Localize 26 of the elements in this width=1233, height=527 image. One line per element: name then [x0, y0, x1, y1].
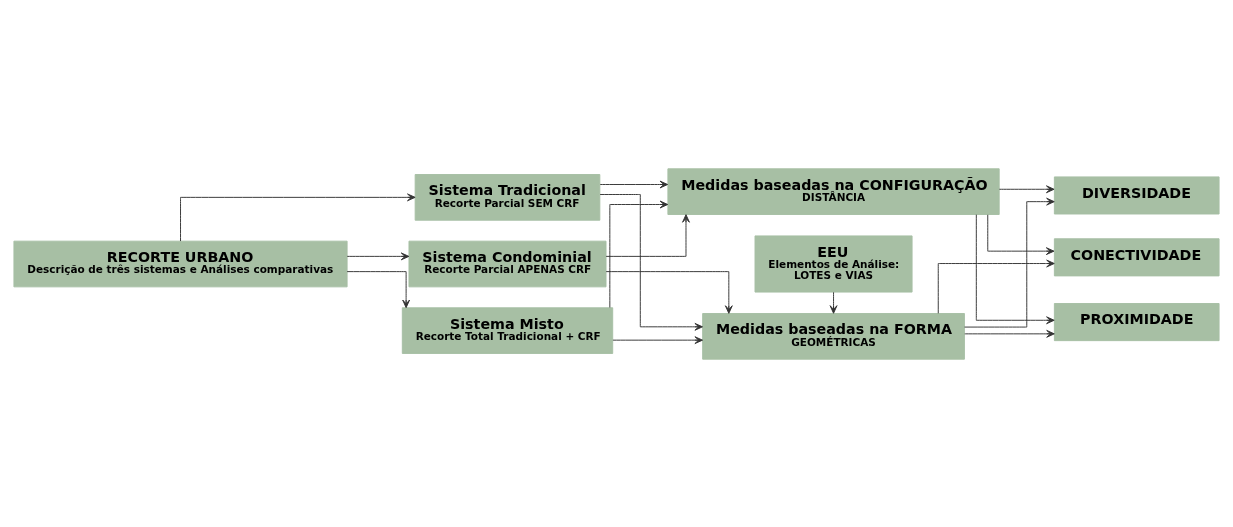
node-box: DIVERSIDADE: [1053, 175, 1220, 214]
arrow: [180, 192, 416, 242]
arrow: [599, 193, 703, 331]
node-box: EEU Elementos de Análise: LOTES e VIAS: [754, 234, 913, 293]
node-box: Sistema Tradicional Recorte Parcial SEM CRF: [414, 173, 601, 221]
arrow: [605, 213, 690, 257]
node-box: Medidas baseadas na FORMA GEOMÉTRICAS: [702, 312, 965, 360]
arrow: [975, 213, 1055, 324]
arrow: [605, 270, 733, 314]
arrow: [599, 180, 669, 188]
arrow: [612, 335, 703, 344]
arrow: [609, 200, 669, 308]
arrow: [998, 184, 1055, 193]
node-box: Sistema Misto Recorte Total Tradicional + CRF: [401, 306, 614, 354]
node-box: Medidas baseadas na CONFIGURAÇÃO DISTÂNCIA: [667, 167, 1000, 215]
node-box: RECORTE URBANO Descrição de três sistemas e Análises comparativas: [13, 240, 348, 287]
arrow: [987, 213, 1055, 255]
arrow: [937, 259, 1055, 314]
arrow: [964, 329, 1055, 338]
arrow: [829, 291, 838, 314]
arrow: [346, 252, 410, 260]
node-box: Sistema Condominial Recorte Parcial APENAS CRF: [408, 240, 607, 287]
arrow: [964, 197, 1055, 328]
node-box: PROXIMIDADE: [1053, 302, 1220, 341]
arrow: [346, 270, 411, 308]
node-box: CONECTIVIDADE: [1053, 237, 1220, 276]
